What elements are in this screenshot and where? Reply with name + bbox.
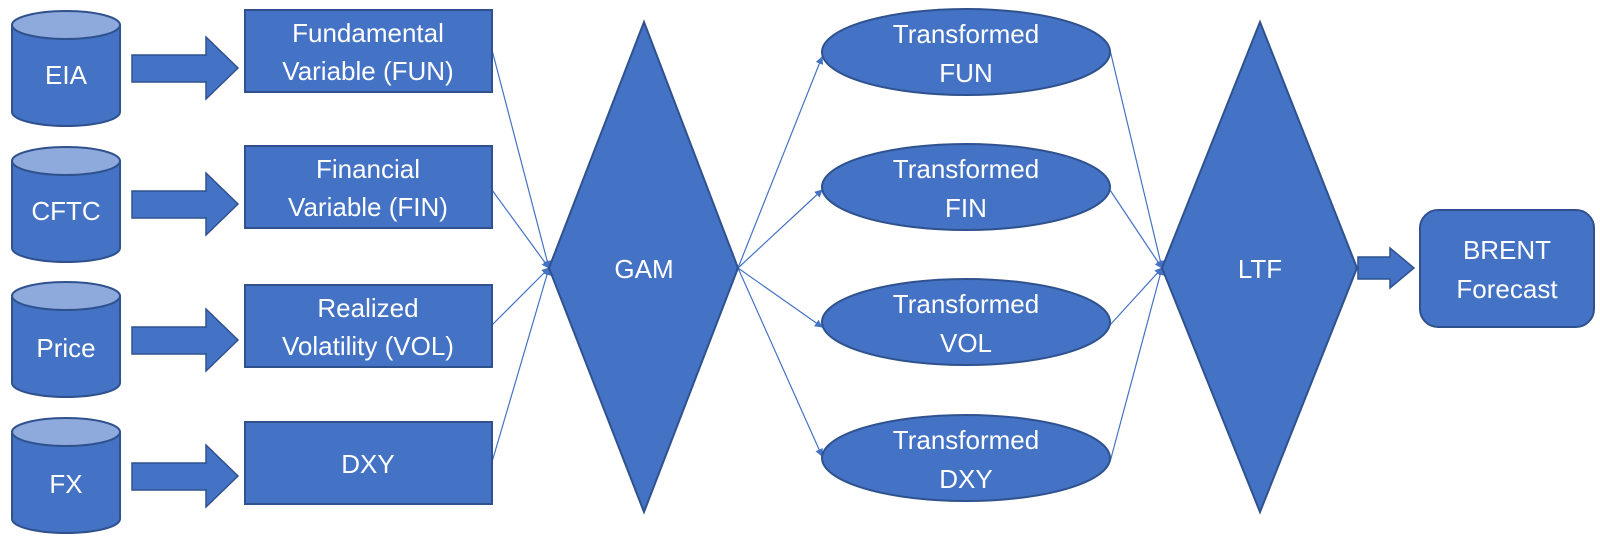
variable-box-dxy: DXY — [244, 421, 493, 505]
connector-tvol-ltf — [1109, 267, 1163, 326]
variable-label-line-1: Fundamental — [292, 18, 444, 48]
transformed-label-line-1: Transformed — [893, 19, 1039, 49]
output-label-line-1: BRENT — [1463, 235, 1551, 265]
variable-label-line-2: Variable (FIN) — [288, 192, 448, 222]
variable-label-line-2: Volatility (VOL) — [282, 331, 454, 361]
connector-dxy-gam — [491, 267, 551, 463]
transformed-label-line-2: DXY — [939, 464, 992, 494]
source-label-eia: EIA — [45, 60, 88, 90]
connector-fun-gam — [491, 49, 552, 269]
ltf-label: LTF — [1238, 254, 1282, 284]
transformed-node-vol: Transformed VOL — [821, 278, 1111, 366]
block-arrow-cftc — [131, 171, 240, 237]
connector-tfin-ltf — [1109, 189, 1163, 269]
gam-label: GAM — [614, 254, 673, 284]
block-arrow-ltf-output — [1357, 246, 1416, 290]
source-cylinder-price: Price — [11, 281, 121, 398]
transformed-node-dxy: Transformed DXY — [821, 414, 1111, 502]
transformed-label-line-1: Transformed — [893, 425, 1039, 455]
output-node: BRENT Forecast — [1419, 209, 1595, 328]
transformed-label-line-2: FUN — [939, 58, 992, 88]
transformed-label-line-2: FIN — [945, 193, 987, 223]
block-arrow-eia — [131, 35, 240, 101]
block-arrow-fx — [131, 443, 240, 509]
variable-label-line-1: Financial — [316, 154, 420, 184]
source-label-cftc: CFTC — [31, 196, 100, 226]
source-cylinders: EIA CFTC Price FX — [11, 10, 121, 534]
connector-gam-tdxy — [737, 267, 823, 457]
output-label-line-2: Forecast — [1456, 274, 1558, 304]
transformed-node-fin: Transformed FIN — [821, 143, 1111, 231]
ltf-node: LTF — [1160, 19, 1359, 515]
variable-label-line-1: Realized — [317, 293, 418, 323]
gam-node: GAM — [547, 19, 740, 515]
connector-lines — [491, 49, 1165, 463]
variable-box-fun: Fundamental Variable (FUN) — [244, 9, 493, 93]
source-label-fx: FX — [49, 469, 82, 499]
connector-tdxy-ltf — [1109, 267, 1165, 463]
block-arrows — [131, 35, 1416, 509]
source-cylinder-fx: FX — [11, 417, 121, 534]
variable-label-line-2: Variable (FUN) — [282, 56, 453, 86]
transformed-label-line-1: Transformed — [893, 154, 1039, 184]
connector-fin-gam — [491, 189, 550, 269]
source-label-price: Price — [36, 333, 95, 363]
connector-gam-tvol — [737, 267, 823, 328]
transformed-nodes: Transformed FUN Transformed FIN Transfor… — [821, 8, 1111, 502]
connector-tfun-ltf — [1109, 49, 1165, 269]
transformed-label-line-2: VOL — [940, 328, 992, 358]
variable-box-vol: Realized Volatility (VOL) — [244, 284, 493, 368]
connector-gam-tfun — [737, 56, 824, 269]
source-cylinder-cftc: CFTC — [11, 146, 121, 263]
connector-vol-gam — [491, 267, 550, 326]
transformed-node-fun: Transformed FUN — [821, 8, 1111, 96]
block-arrow-price — [131, 307, 240, 373]
connector-gam-tfin — [737, 189, 823, 269]
variable-boxes: Fundamental Variable (FUN) Financial Var… — [244, 9, 493, 505]
source-cylinder-eia: EIA — [11, 10, 121, 127]
variable-label-line-1: DXY — [341, 449, 394, 479]
variable-box-fin: Financial Variable (FIN) — [244, 145, 493, 229]
transformed-label-line-1: Transformed — [893, 289, 1039, 319]
